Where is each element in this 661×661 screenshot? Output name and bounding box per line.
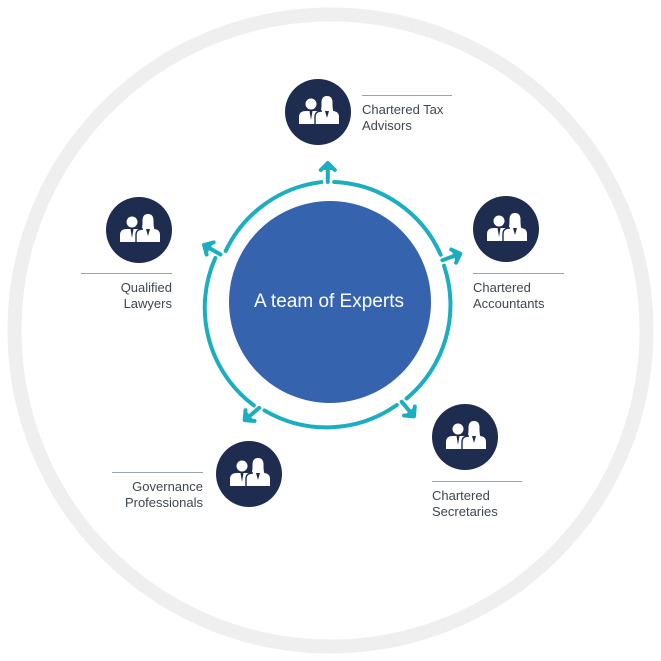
label-secretaries-line2: Secretaries	[432, 504, 498, 519]
arrow-governance	[242, 405, 262, 423]
node-accountants[interactable]	[473, 196, 539, 262]
label-secretaries-line1: Chartered	[432, 488, 490, 503]
label-accountants: Chartered Accountants	[473, 273, 564, 312]
label-lawyers: Qualified Lawyers	[81, 273, 172, 312]
node-secretaries[interactable]	[432, 404, 498, 470]
arrow-secretaries	[399, 399, 417, 419]
node-lawyers[interactable]	[106, 197, 172, 263]
arrow-tax	[318, 161, 337, 184]
label-lawyers-line1: Qualified	[120, 280, 172, 295]
arrows	[202, 161, 463, 423]
node-governance[interactable]	[216, 441, 282, 507]
arrow-lawyers	[202, 240, 223, 257]
label-governance-line2: Professionals	[124, 495, 203, 510]
label-accountants-line1: Chartered	[473, 280, 531, 295]
label-tax-line1: Chartered Tax	[362, 102, 444, 117]
center-circle	[229, 201, 431, 403]
arrow-accountants	[440, 247, 463, 265]
label-secretaries: Chartered Secretaries	[432, 481, 522, 520]
label-accountants-line2: Accountants	[473, 296, 545, 311]
label-governance-line1: Governance	[132, 479, 203, 494]
center-title: A team of Experts	[228, 222, 430, 382]
accent-ring	[202, 180, 453, 430]
label-lawyers-line2: Lawyers	[123, 296, 172, 311]
label-tax-line2: Advisors	[362, 118, 412, 133]
label-tax: Chartered Tax Advisors	[362, 95, 452, 134]
label-governance: Governance Professionals	[112, 472, 203, 511]
center-title-text: A team of Experts	[254, 291, 404, 312]
node-tax[interactable]	[285, 79, 351, 145]
